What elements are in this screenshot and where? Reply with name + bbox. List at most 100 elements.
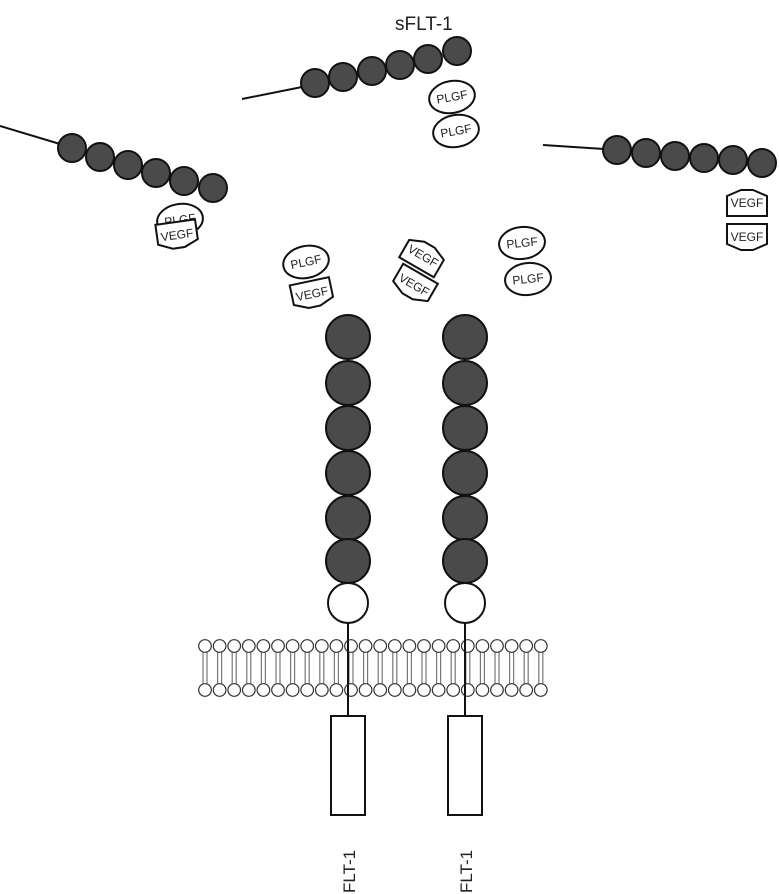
phospholipid [402, 639, 417, 697]
lipid-head [417, 683, 431, 697]
lipid-head [446, 683, 461, 697]
ig-domain [169, 166, 199, 196]
vegf-shape [288, 275, 335, 309]
phospholipid [460, 639, 475, 697]
plgf-label: PLGF [439, 121, 472, 140]
lipid-head [300, 639, 315, 653]
lipid-head [241, 639, 256, 653]
lipid-head [402, 683, 417, 697]
flt1-label-right: FLT-1 [457, 850, 476, 893]
lipid-head [212, 639, 227, 653]
vegf-shape [154, 218, 199, 250]
lipid-head [285, 639, 300, 653]
ig-domain [442, 36, 472, 66]
plgf-shape [282, 244, 330, 280]
phospholipid [198, 639, 212, 697]
vegf-label: VEGF [160, 226, 194, 244]
lipid-head [227, 639, 242, 653]
flt1-receptors [325, 314, 488, 816]
plgf-label: PLGF [506, 234, 539, 251]
tail-line [241, 86, 303, 100]
vegf-shape [391, 262, 440, 303]
kinase-domain [330, 715, 366, 816]
phospholipid [431, 639, 446, 697]
plgf-ligand: PLGF [504, 261, 552, 297]
lipid-head [417, 639, 431, 653]
sflt1-molecules [0, 36, 777, 203]
lipid-head [490, 639, 504, 653]
flt1-receptor-left [325, 314, 371, 816]
phospholipid [504, 639, 519, 697]
lipid-head [533, 683, 548, 697]
lipid-head [490, 683, 504, 697]
vegf-ligand: VEGF [154, 218, 199, 250]
ig-domain [141, 158, 171, 188]
lipid-head [358, 639, 373, 653]
ig-domain [442, 495, 488, 541]
lipid-head [519, 639, 534, 653]
plgf-ligand: PLGF [432, 113, 480, 149]
phospholipid [344, 639, 358, 697]
ig-domain [442, 538, 488, 584]
lipid-head [504, 683, 519, 697]
plgf-label: PLGF [289, 252, 323, 272]
sflt1-top [241, 36, 472, 100]
vegf-shape [397, 238, 446, 279]
plgf-shape [504, 261, 552, 297]
plgf-shape [498, 225, 546, 261]
lipid-head [300, 683, 315, 697]
ig-domain [413, 44, 443, 74]
ig-domain [442, 314, 488, 360]
ig-domain [660, 141, 690, 171]
vegf-label: VEGF [731, 230, 764, 244]
phospholipid [212, 639, 227, 697]
sflt1-label: sFLT-1 [395, 14, 453, 35]
phospholipid [256, 639, 271, 697]
ig-domain [357, 56, 387, 86]
flt1-receptor-right [442, 314, 488, 816]
lipid-head [431, 683, 446, 697]
lipid-head [241, 683, 256, 697]
lipid-head [373, 683, 388, 697]
phospholipid [446, 639, 461, 697]
sflt1-left [0, 125, 228, 203]
lipid-head [358, 683, 373, 697]
ig-domain [442, 360, 488, 406]
lipid-head [446, 639, 461, 653]
lipid-head [271, 639, 285, 653]
lipid-head [431, 639, 446, 653]
kinase-domain [447, 715, 483, 816]
lipid-head [373, 639, 388, 653]
lipid-head [285, 683, 300, 697]
phospholipid [519, 639, 534, 697]
ig-domain [325, 538, 371, 584]
ig-domain [325, 314, 371, 360]
phospholipid [373, 639, 388, 697]
vegf-shape [726, 189, 768, 217]
ig-domain [442, 450, 488, 496]
ig-domain [631, 138, 661, 168]
phospholipid [533, 639, 548, 697]
ig-domain [325, 360, 371, 406]
phospholipid [387, 639, 402, 697]
ig-domain [442, 405, 488, 451]
lipid-head [256, 639, 271, 653]
plgf-ligand: PLGF [282, 244, 330, 280]
ig-domain [300, 68, 330, 98]
plgf-shape [428, 79, 476, 115]
vegf-label: VEGF [295, 284, 330, 304]
lipid-head [271, 683, 285, 697]
phospholipid [227, 639, 242, 697]
lipid-head [329, 639, 344, 653]
phospholipid [285, 639, 300, 697]
lipid-head [256, 683, 271, 697]
lipid-head [227, 683, 242, 697]
plgf-label: PLGF [435, 87, 468, 106]
lipid-head [387, 639, 402, 653]
phospholipid [475, 639, 490, 697]
lipid-head [460, 639, 475, 653]
plgf-shape [432, 113, 480, 149]
ig-domain [602, 135, 632, 165]
flt1-label-left: FLT-1 [340, 850, 359, 893]
